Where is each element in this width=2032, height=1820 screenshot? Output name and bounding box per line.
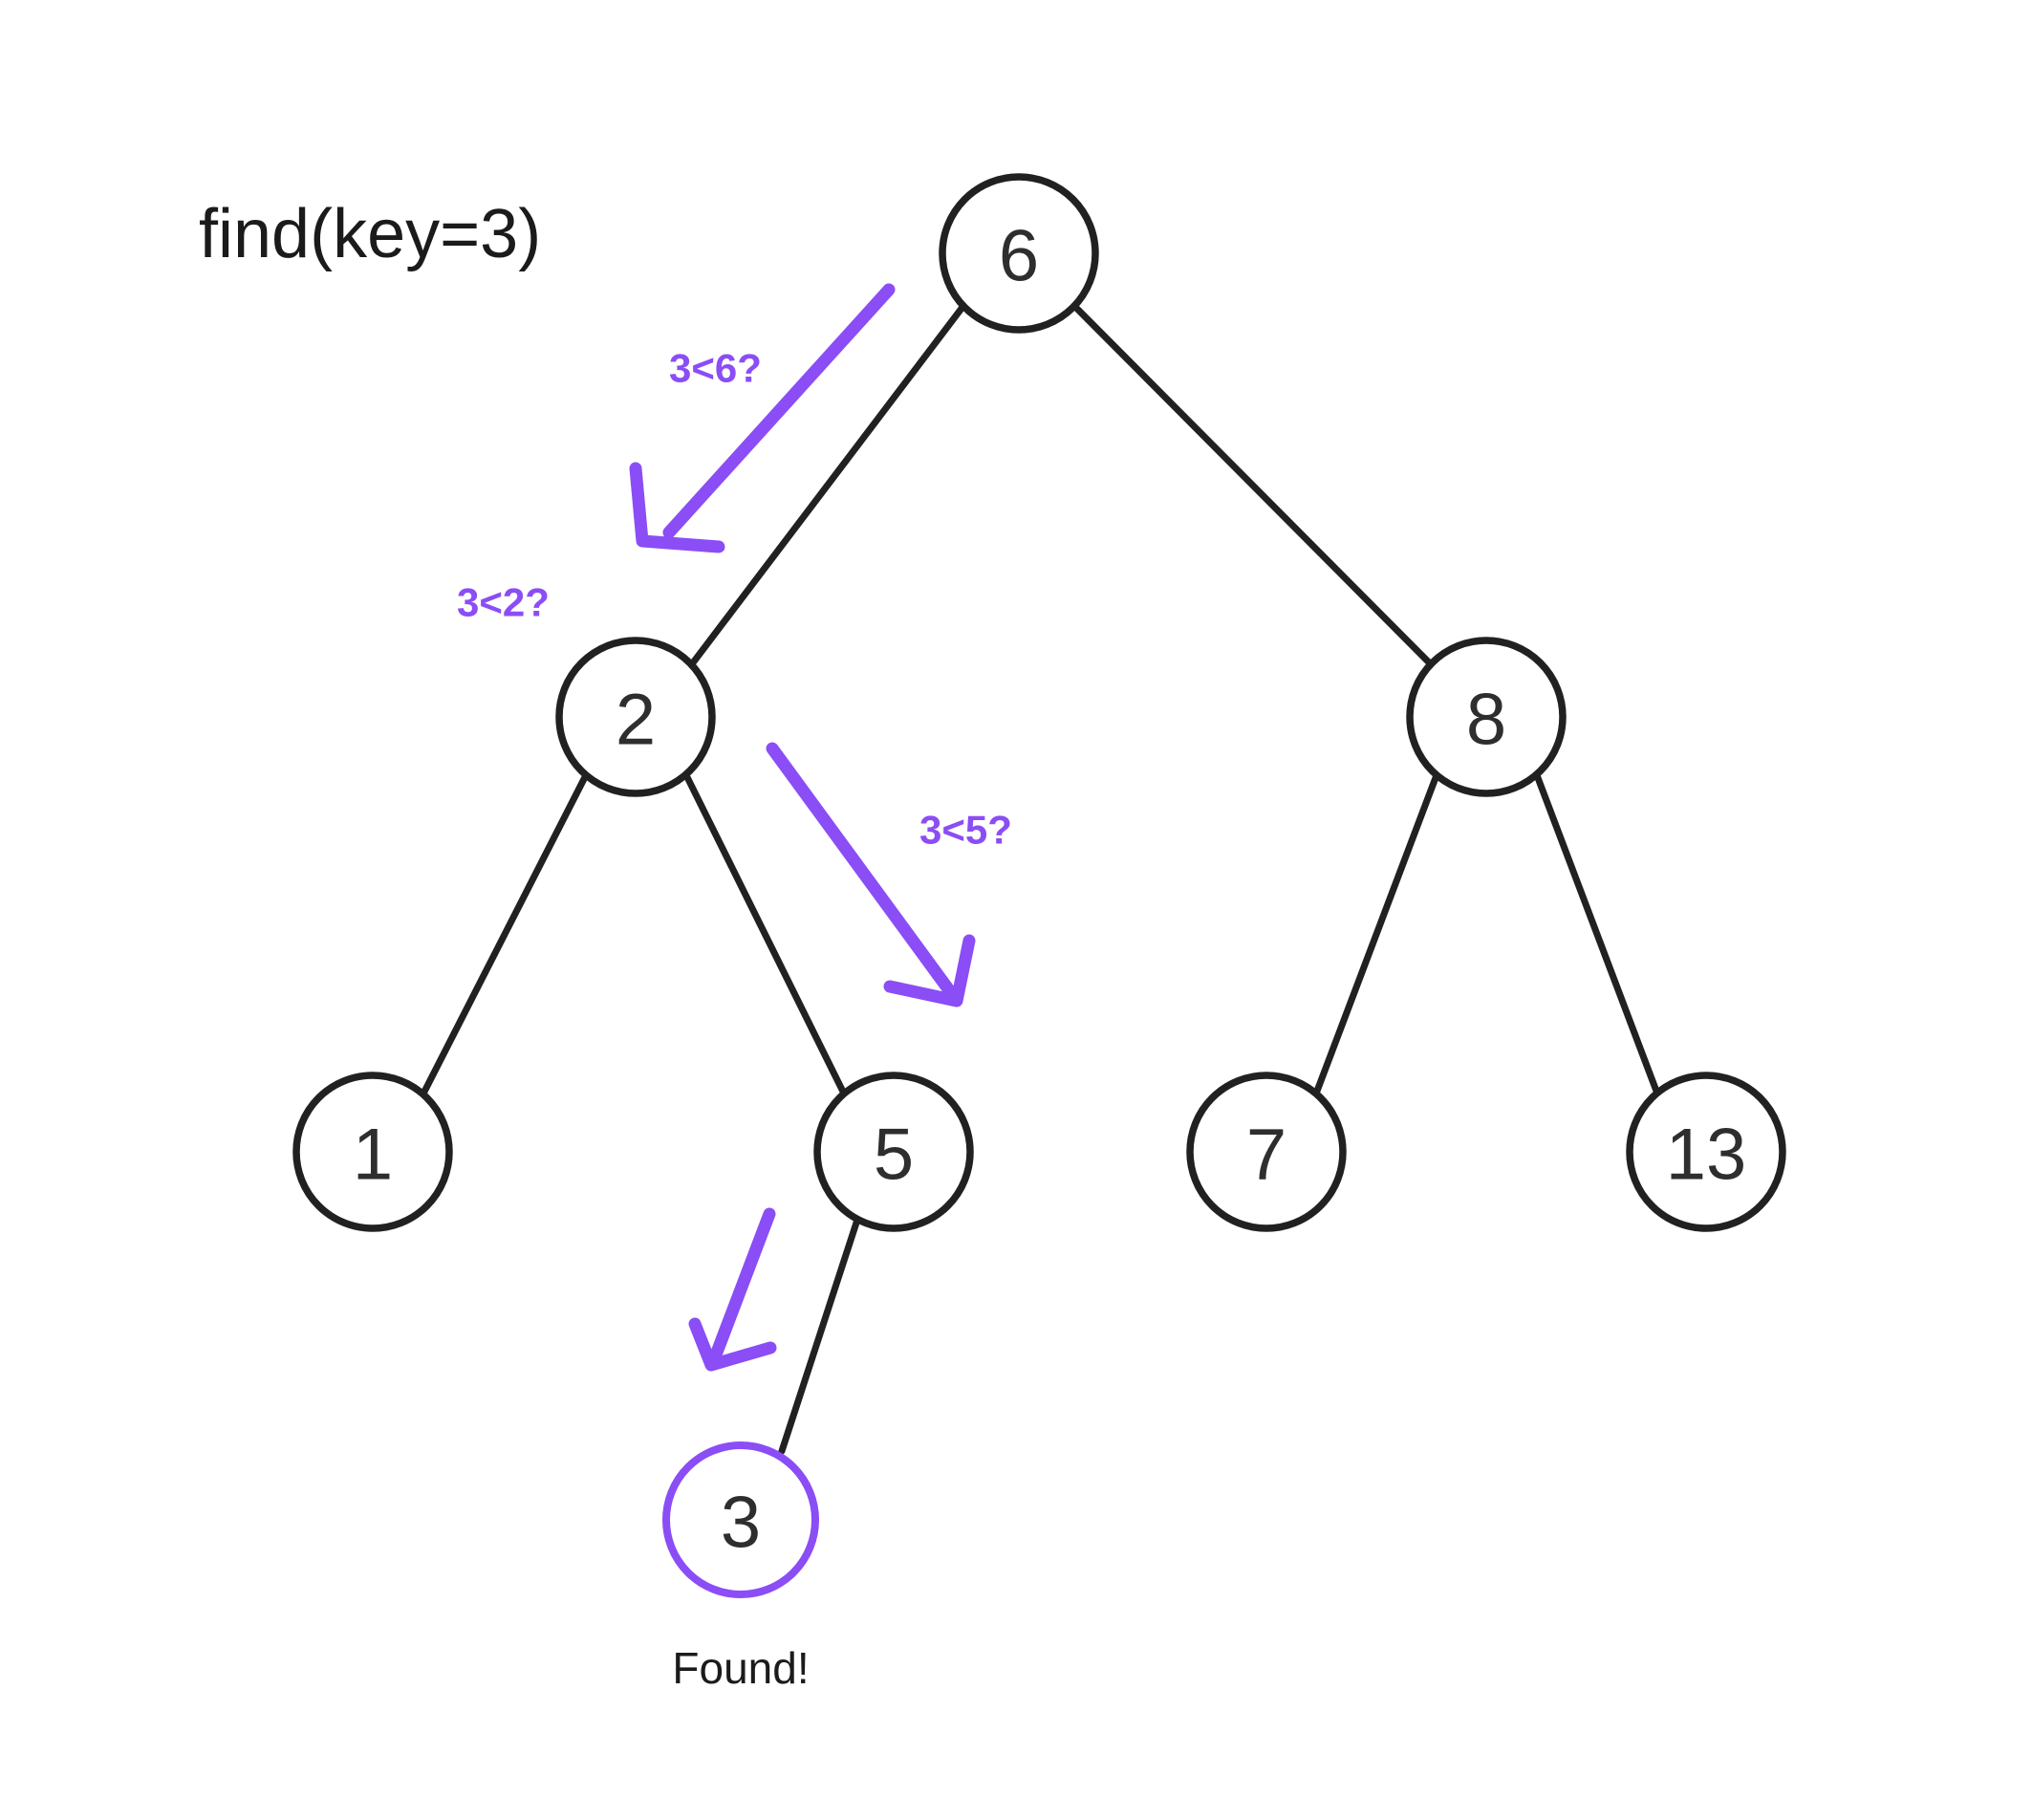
tree-node-5[interactable]: 5 <box>813 1072 974 1232</box>
node-label: 3 <box>721 1483 761 1564</box>
tree-node-2[interactable]: 2 <box>555 637 716 797</box>
tree-node-6[interactable]: 6 <box>939 173 1099 334</box>
node-label: 2 <box>616 680 656 761</box>
arrow-head <box>688 1317 777 1372</box>
node-circle[interactable] <box>292 1072 453 1232</box>
page-title: find(key=3) <box>199 196 541 272</box>
edge-8-to-13 <box>1533 771 1661 1097</box>
node-circle[interactable] <box>662 1441 819 1598</box>
node-circle[interactable] <box>1406 637 1567 797</box>
edge-6-to-2 <box>687 302 967 669</box>
found-caption: Found! <box>672 1643 809 1693</box>
arrow-shaft <box>662 283 896 539</box>
comparison-label-3lt6: 3<6? <box>669 346 762 391</box>
node-circle[interactable] <box>555 637 716 797</box>
node-circle[interactable] <box>1186 1072 1347 1232</box>
tree-node-7[interactable]: 7 <box>1186 1072 1347 1232</box>
node-label: 6 <box>999 216 1039 297</box>
search-arrow-1 <box>629 283 896 553</box>
edge-8-to-7 <box>1312 771 1440 1097</box>
edge-2-to-1 <box>420 771 590 1097</box>
node-circle[interactable] <box>1626 1072 1786 1232</box>
node-label: 8 <box>1466 680 1506 761</box>
node-circle[interactable] <box>939 173 1099 334</box>
node-label: 1 <box>353 1115 393 1196</box>
edge-6-to-8 <box>1070 302 1436 669</box>
tree-node-1[interactable]: 1 <box>292 1072 453 1232</box>
arrow-shaft <box>766 742 959 1001</box>
search-arrow-3 <box>688 1207 777 1372</box>
arrow-shaft <box>708 1207 776 1364</box>
search-arrow-2 <box>766 742 976 1008</box>
arrow-head <box>883 934 976 1008</box>
tree-edges <box>420 302 1661 1455</box>
node-label: 7 <box>1246 1115 1286 1196</box>
node-label: 13 <box>1666 1115 1747 1196</box>
tree-node-13[interactable]: 13 <box>1626 1072 1786 1232</box>
tree-nodes: 6 2 8 1 5 7 <box>292 173 1786 1598</box>
comparison-label-3lt2: 3<2? <box>457 580 550 625</box>
tree-node-3-found[interactable]: 3 <box>662 1441 819 1598</box>
arrow-head <box>629 462 725 553</box>
tree-node-8[interactable]: 8 <box>1406 637 1567 797</box>
edge-5-to-3 <box>778 1213 862 1455</box>
node-circle[interactable] <box>813 1072 974 1232</box>
comparison-label-3lt5: 3<5? <box>919 808 1012 853</box>
search-arrows <box>629 283 976 1372</box>
node-label: 5 <box>874 1115 914 1196</box>
edge-2-to-5 <box>682 771 848 1097</box>
